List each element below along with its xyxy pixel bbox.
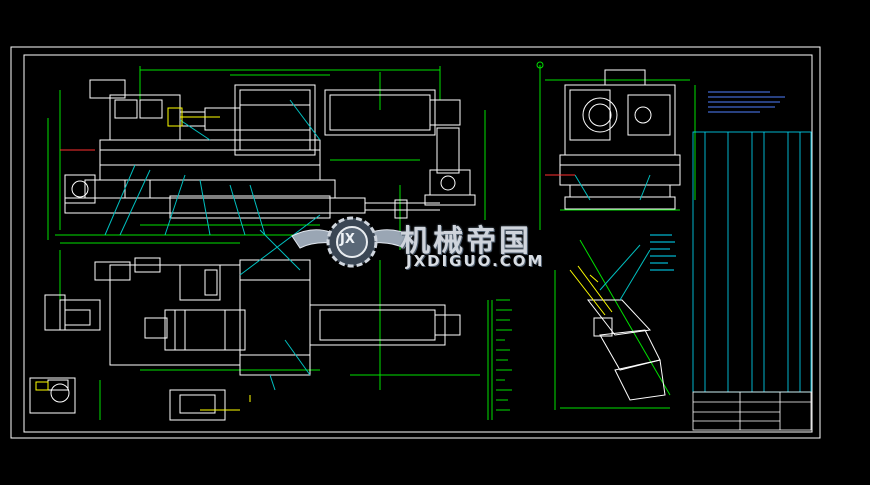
watermark-emblem (291, 216, 413, 268)
lower-assembly-view (29, 214, 480, 421)
parts-table (692, 131, 812, 393)
watermark-chinese-text: 机械帝国 (400, 224, 532, 259)
drawing-border-outer (10, 46, 821, 439)
technical-notes (708, 91, 785, 113)
watermark: 机械帝国 JXDIGUO.COM JX (288, 208, 588, 278)
title-block (692, 391, 812, 431)
end-view (536, 61, 696, 230)
angled-detail-view (554, 234, 676, 410)
watermark-domain-text: JXDIGUO.COM (406, 252, 545, 270)
middle-notes (487, 299, 512, 420)
drawing-border-inner (23, 54, 813, 433)
watermark-emblem-letters: JX (340, 232, 355, 247)
